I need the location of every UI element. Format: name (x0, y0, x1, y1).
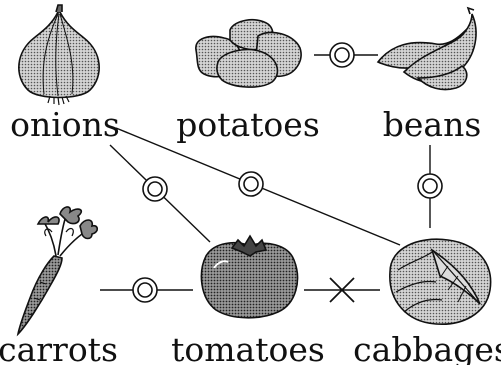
label-carrots: carrots (0, 330, 118, 365)
label-tomatoes: tomatoes (171, 330, 325, 365)
label-cabbages: cabbages (353, 330, 501, 365)
label-potatoes: potatoes (176, 105, 320, 144)
carrot-illustration (18, 207, 97, 334)
tomato-illustration (201, 236, 297, 318)
potatoes-illustration (196, 20, 301, 87)
compatible-mark-onions-cabbages (239, 172, 263, 196)
beans-illustration (378, 8, 476, 90)
compatible-mark-potatoes-beans (330, 43, 354, 67)
compatible-mark-carrots-tomatoes (133, 278, 157, 302)
compatible-mark-onions-tomatoes (143, 177, 167, 201)
compatible-mark-beans-cabbages (418, 174, 442, 198)
onion-illustration (19, 5, 99, 105)
cabbage-illustration (390, 239, 491, 324)
label-beans: beans (383, 105, 482, 144)
label-onions: onions (10, 105, 120, 144)
